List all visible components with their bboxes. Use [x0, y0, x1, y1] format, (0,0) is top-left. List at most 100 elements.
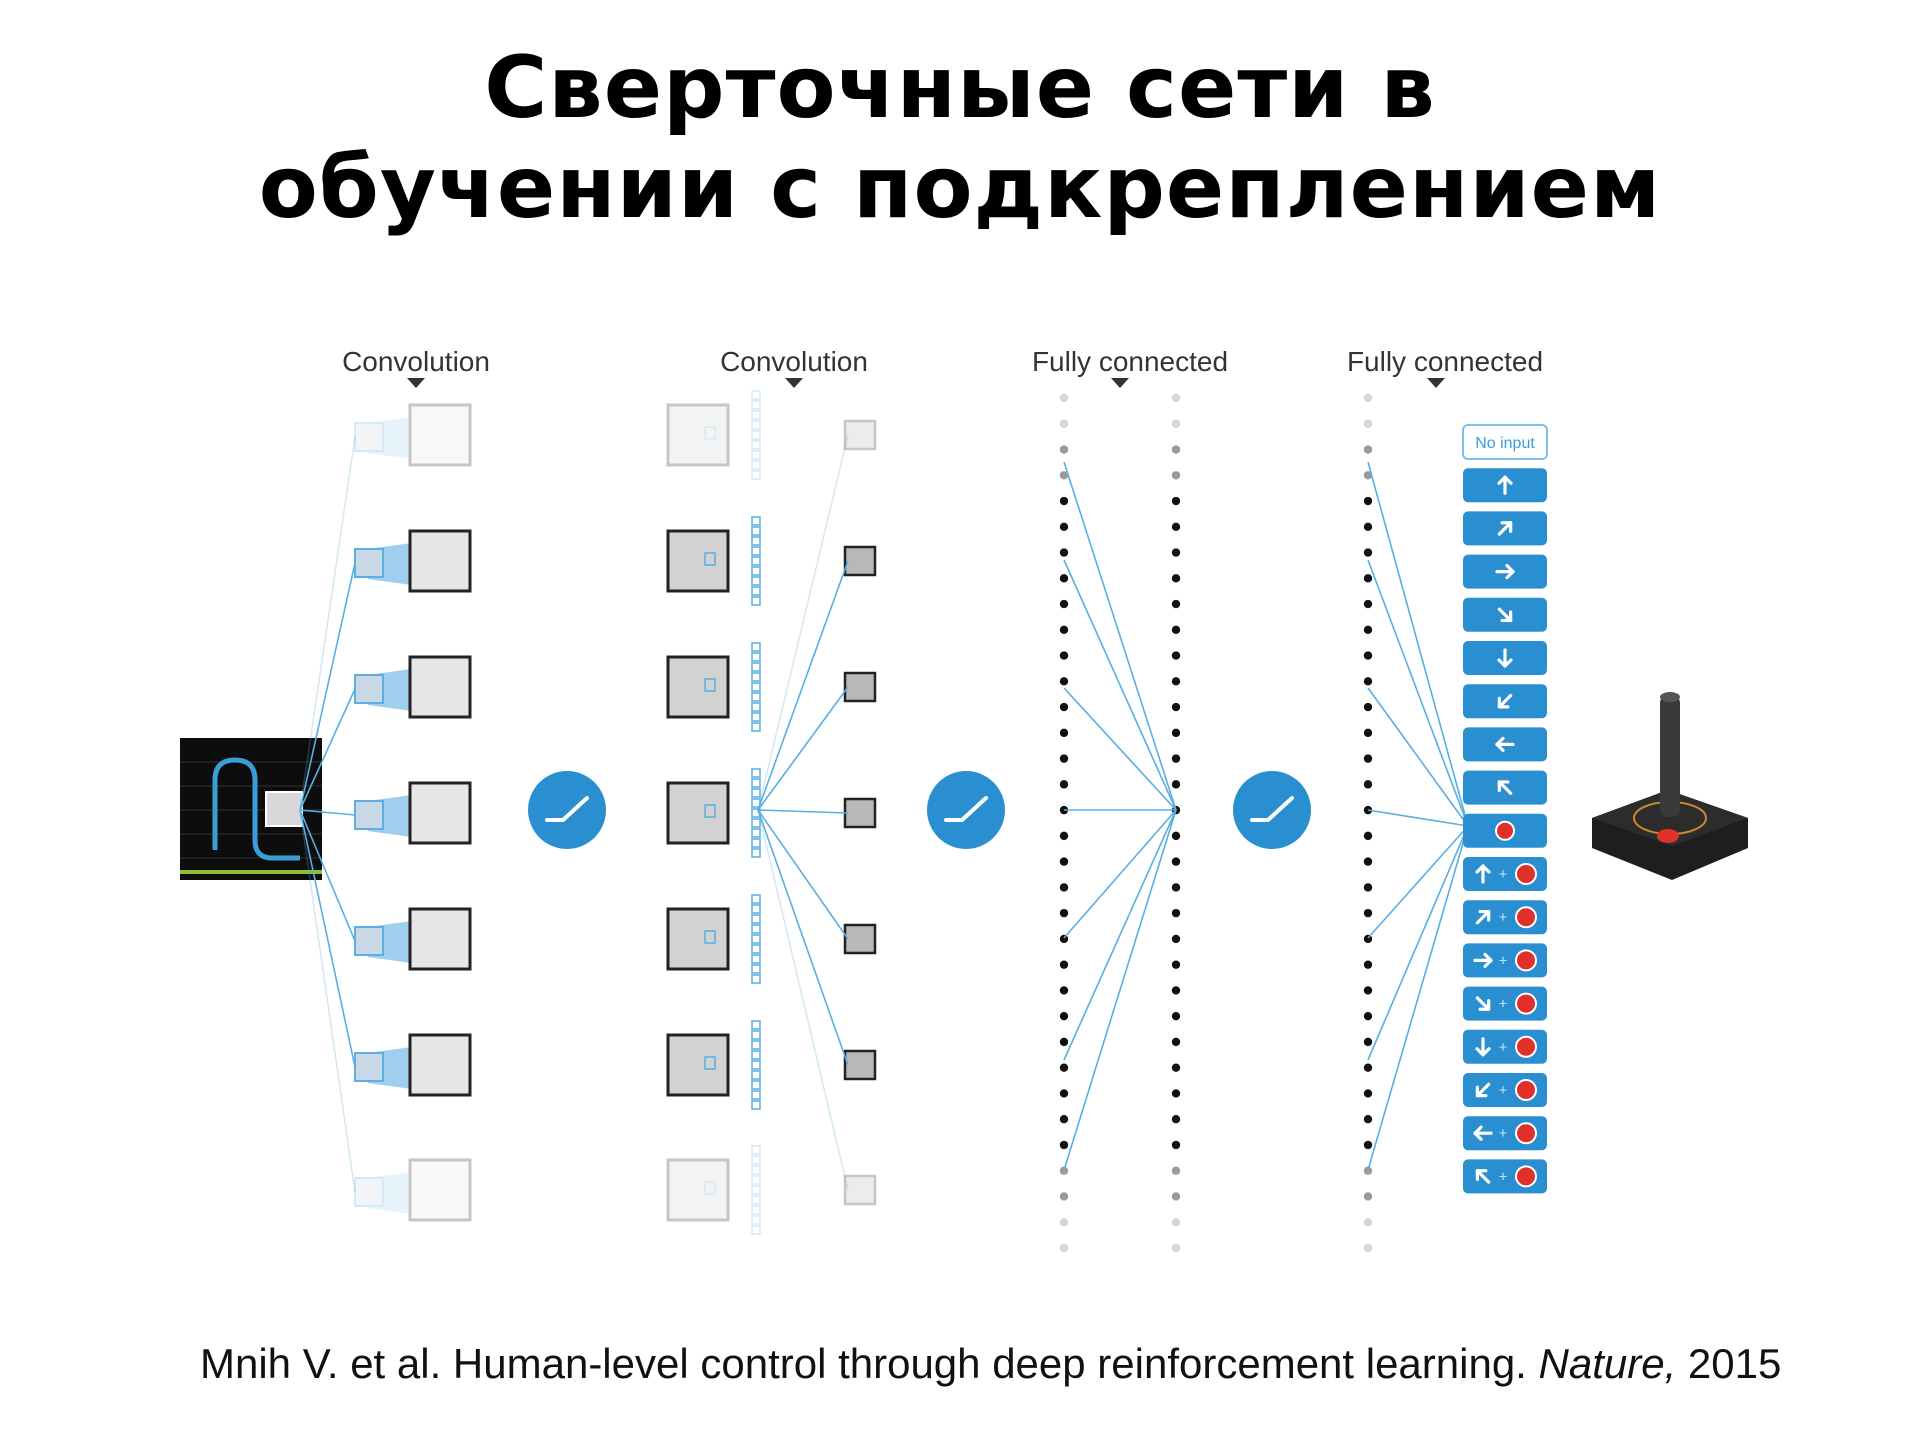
- conv2-filter-cell: [751, 566, 761, 576]
- conv2-output-unit: [843, 1049, 877, 1081]
- conv2-output-unit: [843, 545, 877, 577]
- game-frame-input: [180, 738, 322, 880]
- neuron-dot: [1171, 780, 1181, 789]
- game-frame-track: [212, 757, 300, 861]
- connection-line: [1063, 687, 1177, 811]
- action-left-fire: +: [1463, 1116, 1547, 1151]
- arrow-icon: [1497, 693, 1513, 709]
- game-frame-patch: [265, 791, 303, 827]
- conv1-output-map: [408, 655, 472, 719]
- neuron-dot: [1171, 393, 1181, 403]
- connection-line: [757, 560, 849, 811]
- relu-circle: [1233, 771, 1311, 849]
- neuron-dot: [1171, 574, 1181, 583]
- neuron-dot: [1171, 625, 1181, 635]
- neuron-dot: [1059, 780, 1069, 789]
- conv2-filter-cell: [751, 1205, 761, 1215]
- connection-line: [299, 809, 356, 942]
- action-up: [1463, 468, 1547, 503]
- conv2-filter-cell: [751, 1070, 761, 1080]
- conv2-filter-cell: [751, 546, 761, 556]
- conv1-output-map: [408, 1158, 472, 1222]
- arrow-icon: [1497, 607, 1513, 623]
- stage-caret-icon: [1427, 378, 1445, 388]
- arrow-shaft: [1497, 693, 1513, 709]
- neuron-dot: [1363, 393, 1373, 403]
- conv2-filter-window: [704, 930, 716, 944]
- neuron-dot: [1059, 599, 1069, 609]
- joystick-base-top: [1592, 790, 1748, 846]
- conv2-filter-cell: [751, 516, 761, 526]
- neuron-dot: [1171, 1115, 1181, 1124]
- conv1-output-map: [408, 1033, 472, 1097]
- neuron-dot: [1059, 522, 1069, 531]
- stage-label-conv-2: Convolution: [720, 346, 868, 377]
- conv1-filter-patch: [354, 548, 384, 578]
- conv2-input-map: [666, 529, 730, 593]
- connection-line: [299, 809, 356, 1193]
- neuron-dot: [1363, 651, 1373, 660]
- neuron-dot: [1363, 780, 1373, 789]
- arrow-head: [1497, 780, 1510, 793]
- neuron-dot: [1059, 702, 1069, 712]
- neuron-dot: [1059, 419, 1069, 428]
- conv1-filter-patch: [354, 926, 384, 956]
- citation: Mnih V. et al. Human-level control throu…: [200, 1340, 1900, 1388]
- arrow-shaft: [1497, 521, 1513, 536]
- action-up-left-fire: +: [1463, 1159, 1547, 1194]
- conv1-output-map: [408, 781, 472, 845]
- fc1-output-neurons: [1171, 393, 1181, 1253]
- neuron-dot: [1171, 1037, 1181, 1047]
- neuron-dot: [1363, 960, 1373, 969]
- conv2-filter-cell: [751, 894, 761, 904]
- connection-line: [1063, 809, 1177, 1061]
- conv2-feature-map: [666, 642, 877, 732]
- conv2-filter-window: [704, 1181, 716, 1195]
- stage-caret-icon: [1111, 378, 1129, 388]
- neuron-dot: [1363, 419, 1373, 428]
- neuron-dot: [1171, 419, 1181, 428]
- conv1-receptive-cone: [368, 413, 440, 463]
- conv2-filter-cell: [751, 1040, 761, 1050]
- conv2-feature-map: [666, 516, 877, 606]
- connection-line: [299, 688, 356, 811]
- citation-year: 2015: [1676, 1340, 1782, 1387]
- action-fire: [1463, 813, 1547, 848]
- citation-authors: Mnih V. et al. Human-level control throu…: [200, 1340, 1539, 1387]
- neuron-dot: [1059, 1063, 1069, 1072]
- action-no-input: No input: [1462, 424, 1548, 460]
- slide-title: Сверточные сети в обучении с подкреплени…: [0, 38, 1920, 238]
- arrow-head: [1473, 1125, 1483, 1141]
- action-up-right: [1463, 511, 1547, 546]
- connection-line: [1367, 825, 1469, 1061]
- relu-activation-3: [1233, 771, 1311, 849]
- action-left: [1463, 727, 1547, 762]
- conv1-filter-patch: [354, 422, 384, 452]
- conv2-filter-cell: [751, 934, 761, 944]
- fire-button-icon: [1515, 906, 1537, 929]
- conv2-filter-cell: [751, 692, 761, 702]
- arrow-head: [1478, 909, 1491, 922]
- neuron-dot: [1171, 522, 1181, 531]
- conv2-filter-cell: [751, 848, 761, 858]
- fire-button-icon: [1495, 820, 1515, 841]
- arrow-head: [1500, 521, 1513, 533]
- conv2-filter-window: [704, 678, 716, 692]
- conv2-filter-cell: [751, 1080, 761, 1090]
- conv2-filter-cell: [751, 576, 761, 586]
- neuron-dot: [1059, 986, 1069, 995]
- conv2-filter-cell: [751, 1020, 761, 1030]
- conv2-filter-cell: [751, 1030, 761, 1040]
- connection-line: [1367, 825, 1469, 1171]
- connection-line: [299, 562, 356, 811]
- citation-journal: Nature,: [1538, 1340, 1677, 1387]
- conv2-filter-window: [704, 426, 716, 440]
- neuron-dot: [1059, 1166, 1069, 1175]
- neuron-dot: [1171, 548, 1181, 557]
- plus-icon: +: [1499, 1082, 1508, 1099]
- joystick-fire-button: [1657, 829, 1679, 843]
- conv2-filter-cell: [751, 828, 761, 838]
- neuron-dot: [1363, 986, 1373, 995]
- arrow-icon: [1497, 521, 1513, 536]
- arrow-shaft: [1497, 607, 1513, 623]
